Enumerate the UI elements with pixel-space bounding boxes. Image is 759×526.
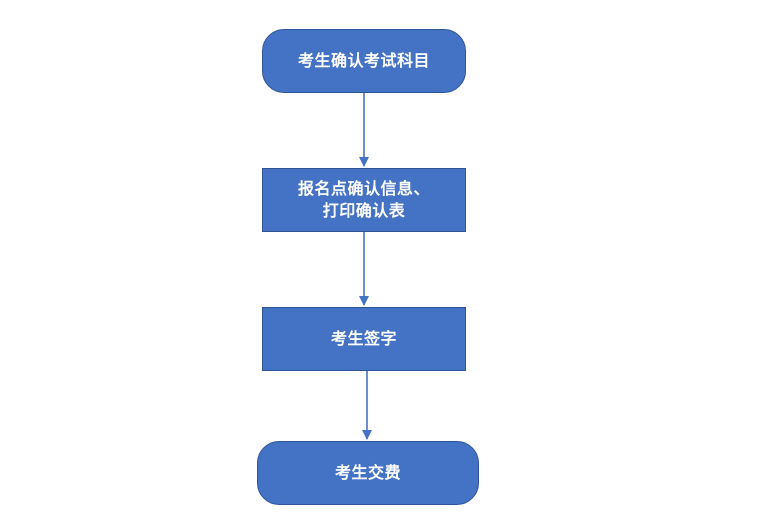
flowchart-node-confirm-info-print: 报名点确认信息、 打印确认表	[262, 168, 466, 232]
node-label: 考生交费	[334, 463, 401, 482]
flowchart-node-confirm-subjects: 考生确认考试科目	[262, 29, 466, 93]
node-label: 考生签字	[330, 329, 397, 348]
node-label: 考生确认考试科目	[297, 51, 430, 70]
node-label: 报名点确认信息、 打印确认表	[297, 179, 430, 220]
flowchart-node-candidate-pay: 考生交费	[257, 441, 479, 505]
flowchart-node-candidate-sign: 考生签字	[262, 307, 466, 371]
